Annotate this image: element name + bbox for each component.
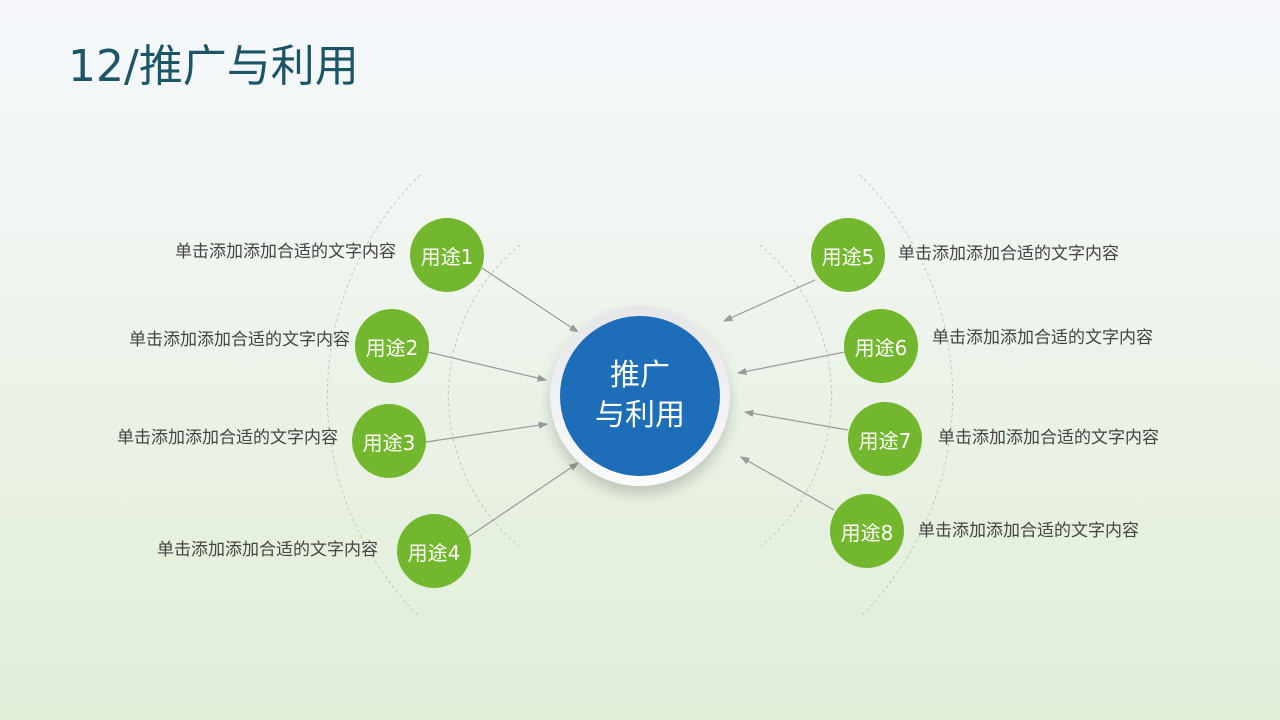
- use-text-6: 单击添加添加合适的文字内容: [932, 328, 1153, 348]
- use-text-7: 单击添加添加合适的文字内容: [938, 428, 1159, 448]
- inner-arc-right: [759, 244, 833, 548]
- arrow-7: [743, 409, 849, 431]
- center-line-2: 与利用: [595, 398, 685, 433]
- arrow-8: [739, 456, 835, 511]
- use-node-8: 用途8: [830, 494, 904, 568]
- center-line-1: 推广: [610, 358, 670, 393]
- use-text-5: 单击添加添加合适的文字内容: [898, 244, 1119, 264]
- use-node-3: 用途3: [352, 404, 426, 478]
- slide-title: 12/推广与利用: [68, 41, 359, 92]
- outer-arc-left: [326, 174, 421, 618]
- arrow-4: [467, 462, 579, 538]
- use-text-4: 单击添加添加合适的文字内容: [157, 540, 378, 560]
- use-text-2: 单击添加添加合适的文字内容: [129, 330, 350, 350]
- use-node-2: 用途2: [355, 309, 429, 383]
- arrow-2: [427, 351, 548, 382]
- use-text-1: 单击添加添加合适的文字内容: [175, 242, 396, 262]
- use-node-6: 用途6: [844, 309, 918, 383]
- outer-arc-right: [859, 174, 954, 618]
- use-node-5: 用途5: [811, 218, 885, 292]
- use-node-4: 用途4: [397, 514, 471, 588]
- inner-arc-left: [447, 244, 521, 548]
- arrow-6: [736, 351, 846, 375]
- use-text-8: 单击添加添加合适的文字内容: [918, 521, 1139, 541]
- center-hub: 推广 与利用: [550, 306, 730, 486]
- center-hub-inner: 推广 与利用: [560, 316, 720, 476]
- use-node-7: 用途7: [848, 402, 922, 476]
- arrow-5: [722, 279, 816, 322]
- use-text-3: 单击添加添加合适的文字内容: [117, 428, 338, 448]
- use-node-1: 用途1: [410, 218, 484, 292]
- arrow-3: [425, 421, 549, 443]
- arrow-1: [481, 267, 579, 333]
